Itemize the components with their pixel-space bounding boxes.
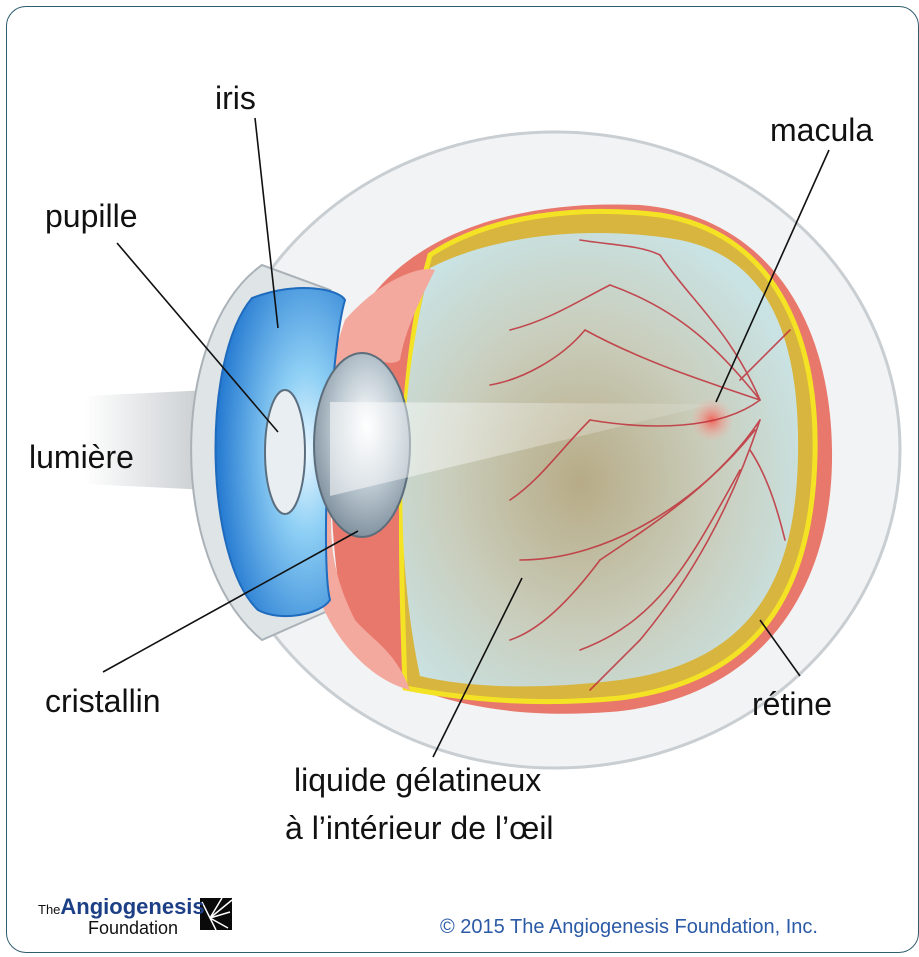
label-iris: iris (215, 78, 256, 118)
logo-name: Angiogenesis (60, 894, 204, 919)
label-macula: macula (770, 110, 873, 150)
logo-sub: Foundation (88, 918, 178, 938)
logo-starburst-icon (200, 898, 232, 930)
logo-prefix: The (38, 902, 60, 917)
label-liquide-line1: liquide gélatineux (294, 760, 541, 800)
label-liquide-line2: à l’intérieur de l’œil (285, 808, 554, 848)
copyright-text: © 2015 The Angiogenesis Foundation, Inc. (440, 916, 818, 939)
pupil (265, 390, 305, 514)
label-lumiere: lumière (29, 437, 134, 477)
logo: TheAngiogenesis Foundation (38, 898, 205, 939)
label-cristallin: cristallin (45, 681, 161, 721)
label-pupille: pupille (45, 196, 138, 236)
label-retine: rétine (752, 684, 832, 724)
